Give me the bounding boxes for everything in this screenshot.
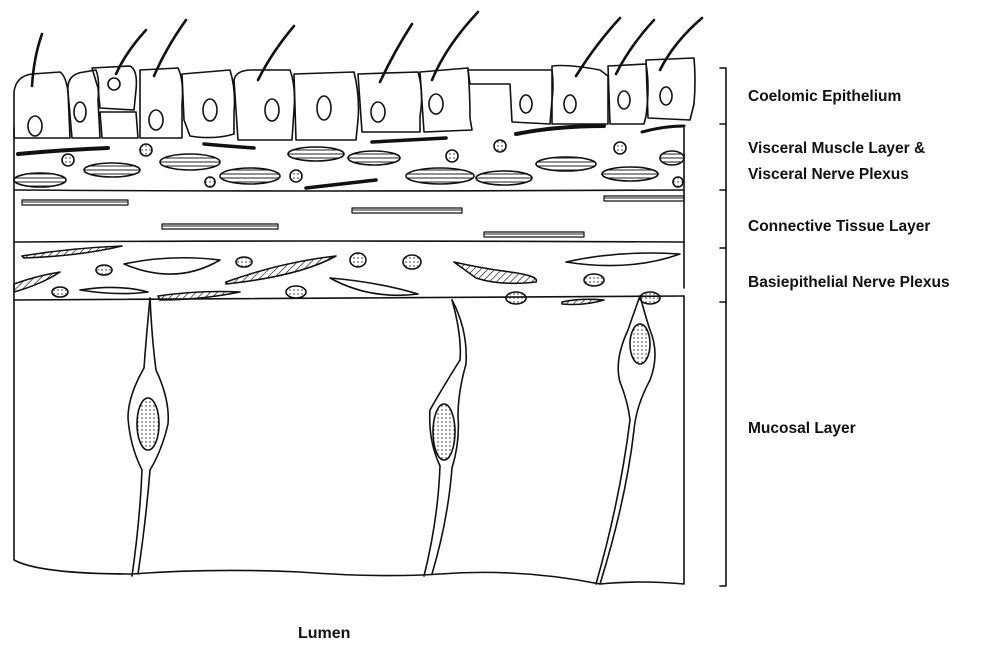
label-mucosal-layer: Mucosal Layer [748, 418, 856, 440]
mucosal-layer [14, 296, 684, 584]
label-lumen: Lumen [298, 625, 350, 643]
connective-tissue-layer [14, 190, 684, 242]
label-connective-tissue: Connective Tissue Layer [748, 216, 930, 238]
basiepithelial-nerve-plexus [14, 246, 684, 305]
coelomic-epithelium-cells [14, 12, 702, 140]
visceral-muscle-layer [14, 126, 684, 300]
layer-bracket [720, 68, 726, 586]
label-coelomic-epithelium: Coelomic Epithelium [748, 86, 901, 108]
label-visceral-muscle-line1: Visceral Muscle Layer & [748, 138, 925, 160]
label-visceral-muscle-line2: Visceral Nerve Plexus [748, 164, 909, 186]
label-basiepithelial-plexus: Basiepithelial Nerve Plexus [748, 272, 950, 294]
